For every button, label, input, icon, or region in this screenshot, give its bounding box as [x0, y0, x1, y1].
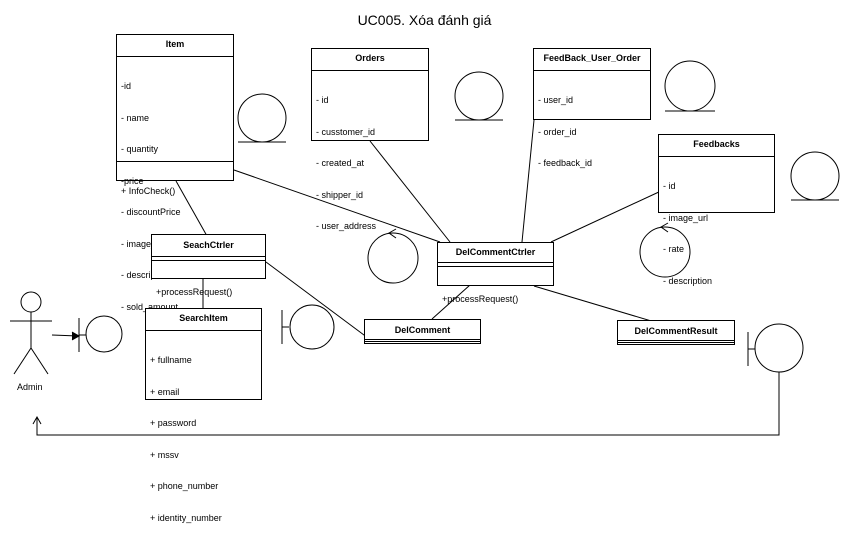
class-item-op: + InfoCheck() [121, 186, 176, 196]
link-feedbackuserorder-delcommentctrler [521, 119, 535, 243]
class-item-attr: - quantity [121, 144, 159, 154]
class-searchitem-attributes: + fullname + email + password + mssv + p… [146, 331, 261, 547]
class-orders-name: Orders [312, 49, 428, 71]
class-feedbacks-attr: - image_url [663, 212, 709, 223]
entity-orders [454, 71, 504, 121]
class-seachctrler-name: SeachCtrler [152, 235, 265, 257]
control-seachctrler [367, 228, 419, 284]
class-orders-attr: - shipper_id [316, 189, 364, 200]
actor-label: Admin [17, 382, 43, 392]
class-searchitem-name: SearchItem [146, 309, 261, 331]
link-delcommentctrler-delcomment [431, 284, 471, 320]
class-item-attr: - discountPrice [121, 207, 181, 217]
class-feedbacks: Feedbacks - id - image_url - rate - desc… [658, 134, 775, 286]
class-searchitem-attr: + password [150, 418, 197, 428]
class-feedbacks-attributes: - id - image_url - rate - description [659, 157, 774, 310]
class-delcomment: DelComment [364, 319, 481, 344]
link-orders-delcommentctrler [369, 140, 451, 243]
class-orders-attr: - created_at [316, 158, 365, 168]
class-delcommentctrler: DelCommentCtrler +processRequest() [437, 242, 554, 304]
class-searchitem-attr: + phone_number [150, 481, 219, 491]
class-feedback-user-order-name: FeedBack_User_Order [534, 49, 650, 71]
link-seachctrler-delcomment [265, 261, 369, 339]
entity-feedback-user-order [664, 60, 716, 112]
boundary-search-ui [281, 304, 335, 350]
class-seachctrler-op: +processRequest() [156, 287, 233, 297]
class-seachctrler-operations: +processRequest() [152, 260, 265, 322]
class-item-attr: -price [121, 175, 144, 186]
link-item-seachctrler [175, 180, 208, 237]
class-searchitem-attr: + identity_number [150, 512, 222, 523]
class-item-attr: - sold_amount [121, 301, 179, 312]
class-delcommentctrler-operations: +processRequest() [438, 266, 553, 329]
link-feedbacks-delcommentctrler [550, 190, 662, 243]
class-item: Item -id - name - quantity -price - disc… [116, 34, 234, 312]
class-feedback-user-order: FeedBack_User_Order - user_id - order_id… [533, 48, 651, 168]
boundary-result-ui [747, 323, 804, 373]
class-feedbacks-name: Feedbacks [659, 135, 774, 157]
diagram-title: UC005. Xóa đánh giá [357, 12, 492, 28]
class-searchitem-attr: + mssv [150, 449, 179, 460]
class-searchitem-attr: + email [150, 386, 180, 397]
class-feedback-user-order-attr: - feedback_id [538, 158, 593, 168]
class-searchitem-attr: + fullname [150, 355, 192, 365]
class-item-attr: - description [121, 270, 171, 280]
class-feedback-user-order-attributes: - user_id - order_id - feedback_id [534, 71, 650, 193]
class-orders-attributes: - id - cusstomer_id - created_at - shipp… [312, 71, 428, 256]
boundary-admin-ui [78, 315, 123, 353]
return-path-line [36, 372, 780, 436]
class-item-operations: + InfoCheck() [117, 161, 233, 221]
class-delcomment-name: DelComment [365, 320, 480, 342]
class-feedback-user-order-attr: - user_id [538, 95, 574, 105]
class-delcommentresult: DelCommentResult [617, 320, 735, 345]
class-searchitem: SearchItem + fullname + email + password… [145, 308, 262, 523]
class-delcommentctrler-op: +processRequest() [442, 294, 519, 304]
link-delcommentctrler-delcommentresult [533, 285, 659, 324]
class-feedbacks-attr: - description [663, 275, 713, 286]
class-feedbacks-attr: - id [663, 181, 676, 191]
class-delcommentctrler-name: DelCommentCtrler [438, 243, 553, 263]
entity-feedbacks [790, 151, 840, 201]
class-orders-attr: - cusstomer_id [316, 126, 376, 137]
class-item-attributes: -id - name - quantity -price - discountP… [117, 57, 233, 312]
class-delcommentresult-name: DelCommentResult [618, 321, 734, 343]
class-seachctrler: SeachCtrler +processRequest() [151, 234, 266, 297]
class-orders: Orders - id - cusstomer_id - created_at … [311, 48, 429, 231]
class-item-attr: - name [121, 112, 150, 123]
class-item-attr: -id [121, 81, 132, 91]
control-delcommentctrler [639, 222, 691, 278]
class-orders-attr: - id [316, 95, 329, 105]
class-orders-attr: - user_address [316, 221, 377, 231]
class-item-attr: - image_url [121, 238, 167, 249]
entity-item [237, 93, 287, 143]
admin-actor [10, 291, 52, 375]
class-feedbacks-attr: - rate [663, 244, 685, 254]
class-item-name: Item [117, 35, 233, 57]
link-item-delcommentctrler [233, 169, 441, 243]
class-feedback-user-order-attr: - order_id [538, 126, 577, 137]
diagram-canvas [10, 60, 840, 436]
